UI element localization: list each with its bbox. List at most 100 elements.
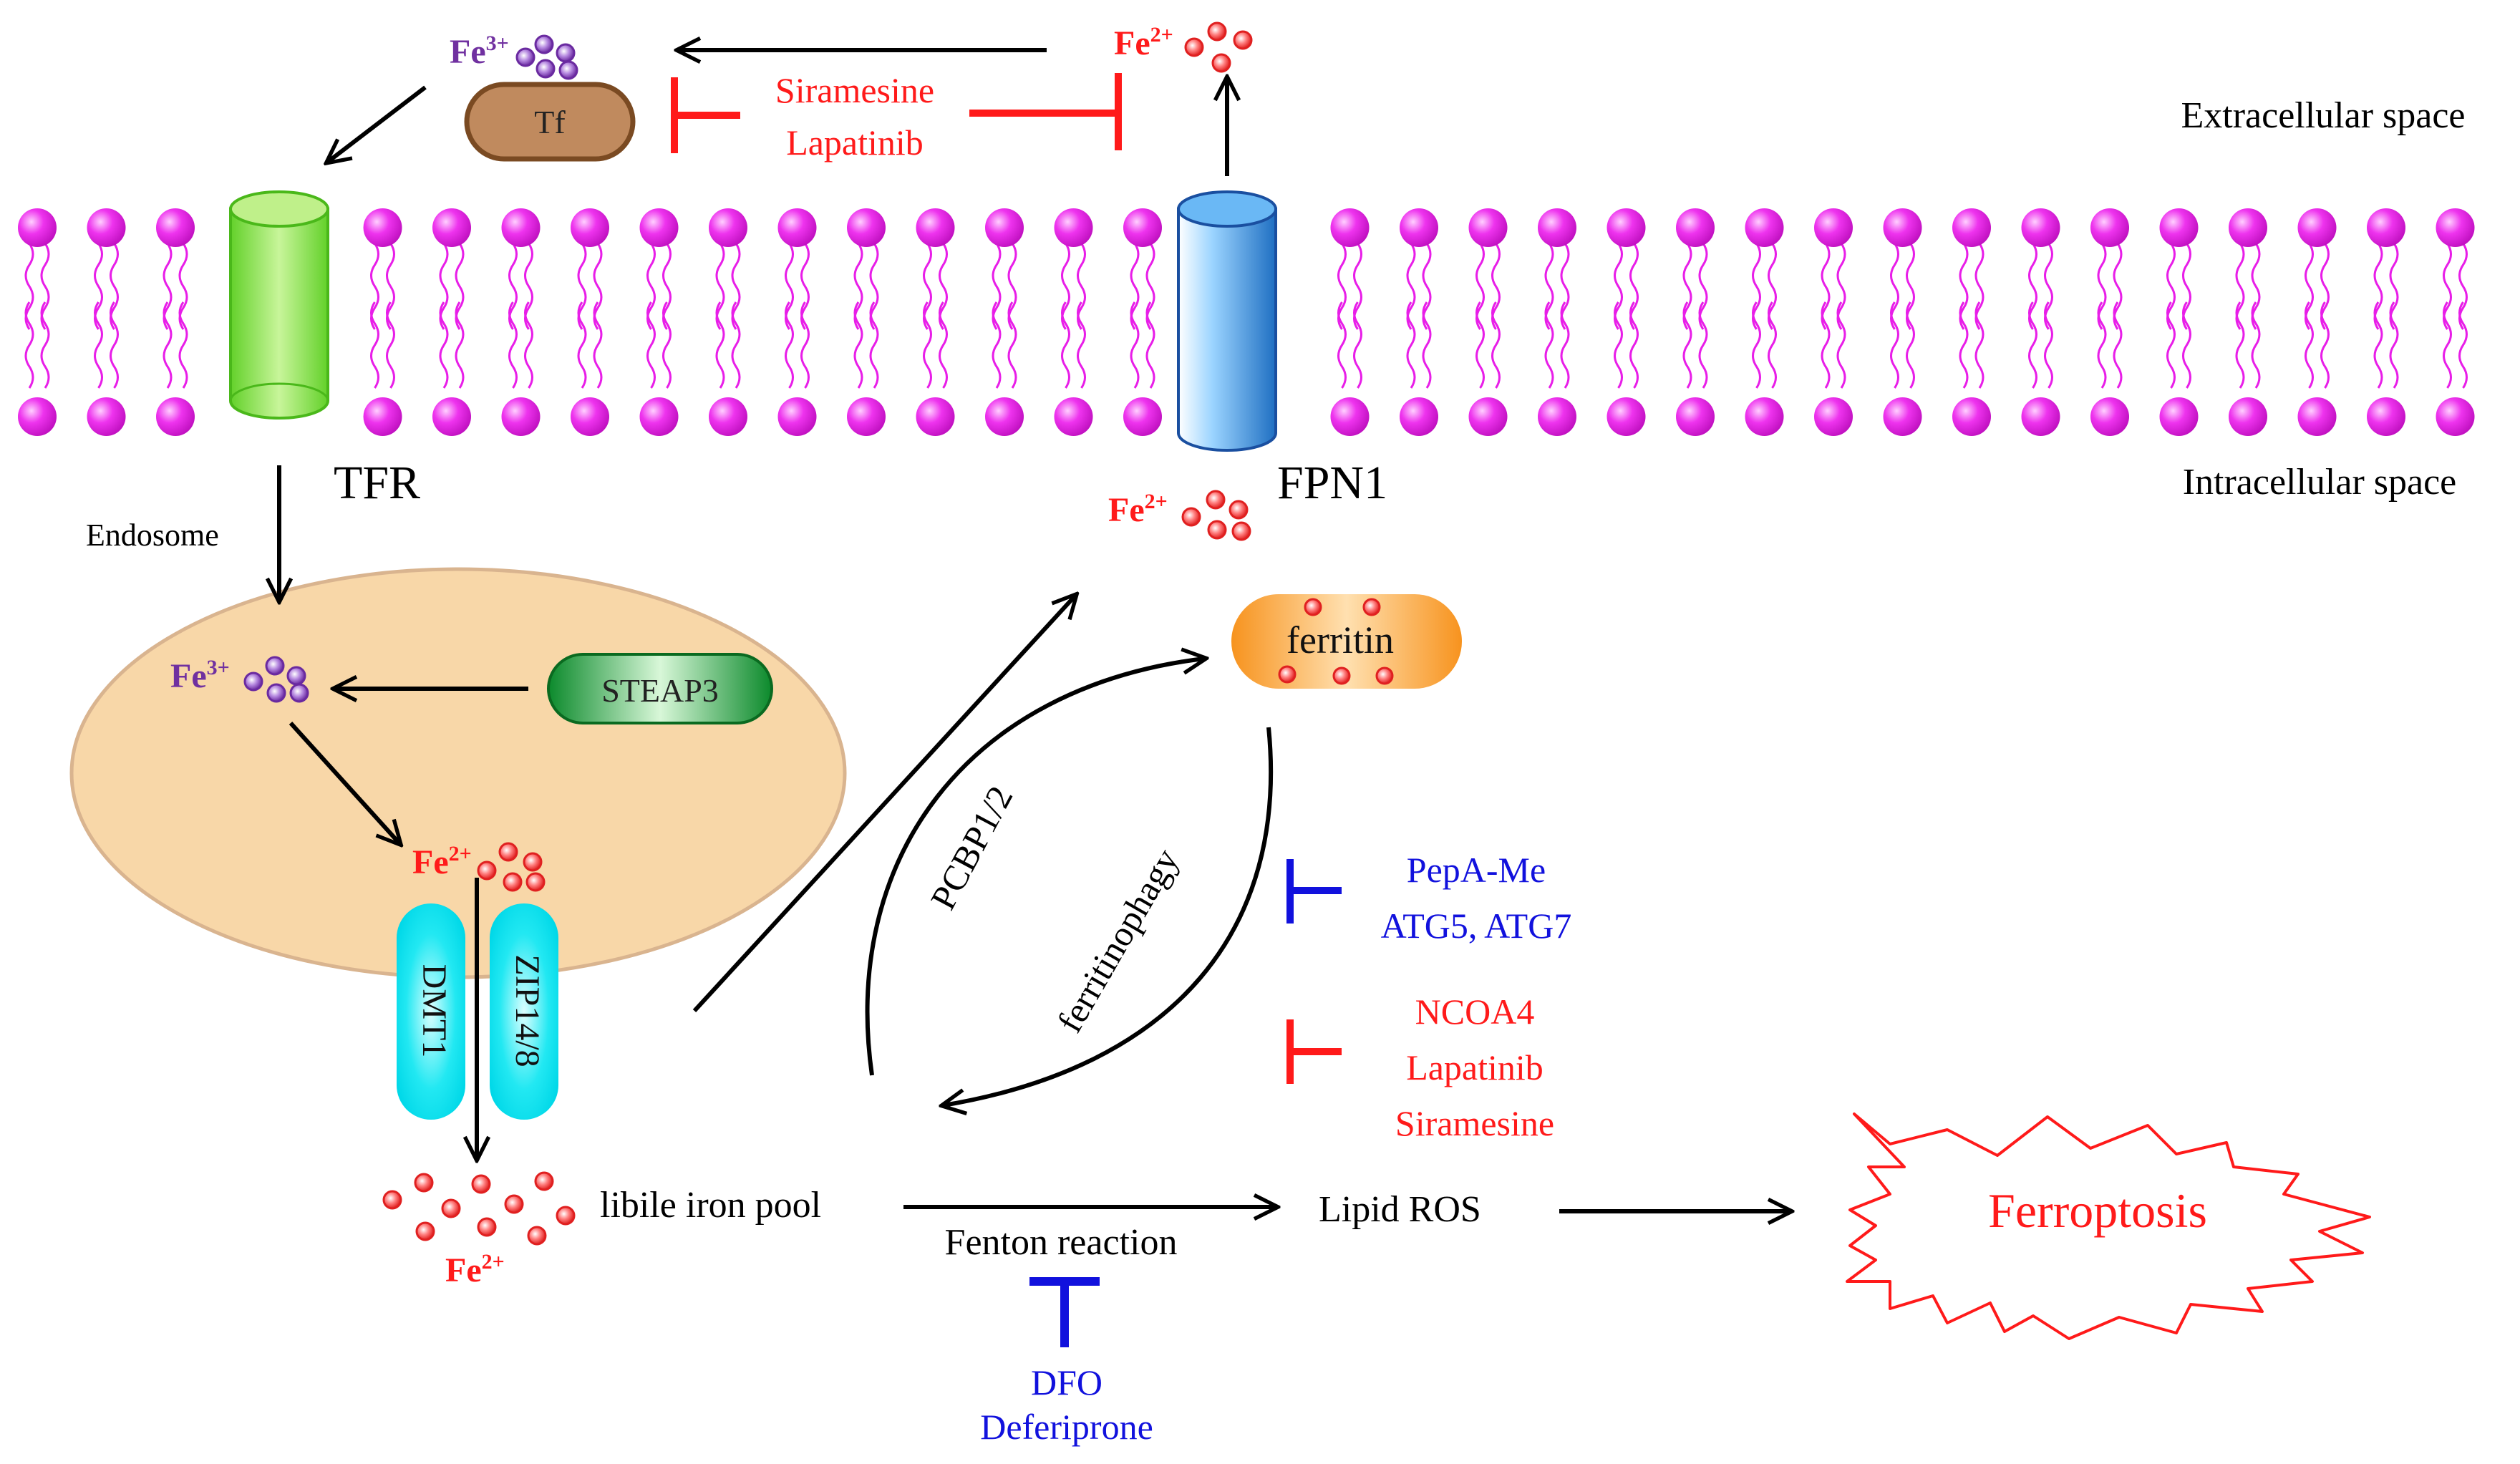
fe3-ions-top (515, 34, 578, 80)
tf-protein: Tf (464, 82, 636, 162)
atg5-atg7-label: ATG5, ATG7 (1381, 906, 1572, 946)
ferritin-protein: ferritin (1231, 594, 1462, 689)
endosome (69, 567, 847, 979)
lipid-molecule (87, 208, 126, 436)
lipid-molecule (1468, 208, 1508, 436)
lipid-molecule (847, 208, 886, 436)
lipid-molecule (2021, 208, 2060, 436)
steap3-label: STEAP3 (601, 672, 719, 709)
deferiprone-label: Deferiprone (980, 1407, 1153, 1447)
fe-ions-ferritin (1278, 598, 1394, 685)
lipid-ros-label: Lipid ROS (1319, 1189, 1481, 1230)
endosome-label: Endosome (86, 518, 219, 553)
fe2-ion-label-labile-pool: Fe2+ (445, 1250, 505, 1289)
iron-ion (1362, 598, 1381, 616)
iron-ion (504, 1194, 524, 1214)
lipid-molecule (2090, 208, 2129, 436)
ferroptosis-burst-shape (1846, 1112, 2371, 1340)
lipid-molecule (1123, 208, 1162, 436)
fe3-ion-label-endosome: Fe3+ (170, 656, 230, 695)
lipid-molecule (777, 208, 817, 436)
iron-ion (1207, 21, 1227, 42)
blue-inhibitor-bar-fenton (1029, 1277, 1100, 1347)
dfo-label: DFO (1031, 1362, 1102, 1402)
lipid-molecule (432, 208, 471, 436)
iron-ion (289, 683, 309, 703)
tf-label: Tf (534, 104, 566, 140)
iron-ion (498, 842, 518, 862)
lipid-molecule (571, 208, 609, 436)
iron-ion (1184, 37, 1204, 57)
top-inhibitor-bars (671, 73, 1122, 153)
lapatinib-label-top: Lapatinib (786, 122, 924, 163)
intracellular-space-label: Intracellular space (2183, 462, 2457, 503)
iron-ion (471, 1174, 491, 1194)
arrow-ferritinophagy (944, 727, 1274, 1105)
iron-ion (1211, 53, 1231, 73)
lipid-molecule (1606, 208, 1646, 436)
lipid-molecule (1883, 208, 1922, 436)
ferroptosis-label: Ferroptosis (1988, 1183, 2207, 1238)
iron-ion (441, 1198, 461, 1218)
iron-ion (1231, 521, 1251, 541)
fpn1-label: FPN1 (1277, 457, 1387, 509)
tfr-channel (229, 190, 329, 420)
fe2-ions-fpn1 (1181, 490, 1251, 541)
siramesine-label-top: Siramesine (775, 70, 934, 110)
lipid-molecule (1814, 208, 1853, 436)
dmt1-label: DMT1 (415, 964, 453, 1058)
lipid-molecule (1330, 208, 1370, 436)
iron-ion (1375, 666, 1394, 685)
iron-ion (1181, 507, 1201, 527)
lipid-molecule (1676, 208, 1715, 436)
steap3-protein: STEAP3 (547, 653, 773, 724)
lipid-molecule (2229, 208, 2267, 436)
lipid-molecule (501, 208, 541, 436)
dmt1-transporter: DMT1 (397, 903, 465, 1120)
lipid-molecule (2436, 208, 2475, 436)
lipid-molecule (1745, 208, 1784, 436)
fe2-ion-label-top: Fe2+ (1114, 23, 1173, 62)
fe2-ion-label-endosome: Fe2+ (412, 842, 472, 881)
lipid-molecule (2159, 208, 2199, 436)
lipid-molecule (1054, 208, 1093, 436)
iron-ion (414, 1173, 434, 1193)
iron-ion (265, 656, 285, 676)
arrow-fe3-to-fe2-endosome (289, 721, 399, 843)
lipid-molecule (156, 208, 195, 436)
iron-ion (515, 47, 536, 67)
zip14-8-transporter: ZIP14/8 (490, 903, 558, 1120)
iron-ion (266, 683, 286, 703)
lipid-molecule (709, 208, 747, 436)
iron-ion (477, 861, 497, 881)
iron-ion (525, 872, 546, 892)
iron-ion (556, 43, 576, 63)
lipid-molecule (639, 208, 679, 436)
iron-ion (1207, 520, 1227, 540)
siramesine-label-ferritinophagy: Siramesine (1395, 1103, 1554, 1143)
ferritin-label: ferritin (1286, 619, 1394, 661)
fe2-ions-top (1184, 21, 1253, 73)
fe2-ions-endosome (477, 842, 546, 892)
blue-inhibitor-bar-ferritinophagy (1286, 859, 1342, 924)
iron-ion (534, 1171, 554, 1191)
iron-ion (534, 34, 554, 54)
lapatinib-label-ferritinophagy: Lapatinib (1406, 1047, 1544, 1087)
lipid-molecule (363, 208, 402, 436)
iron-ion (1332, 666, 1351, 685)
lipid-molecule (2297, 208, 2337, 436)
iron-ion (523, 852, 543, 872)
lipid-molecule (1538, 208, 1576, 436)
zip14-8-label: ZIP14/8 (508, 954, 546, 1067)
iron-ion (477, 1217, 497, 1237)
tfr-label: TFR (334, 457, 420, 509)
fe3-ion-label-top: Fe3+ (450, 31, 509, 71)
iron-ion (536, 59, 556, 79)
iron-ion (286, 666, 306, 686)
lipid-bilayer-membrane (18, 208, 2475, 436)
iron-ion (1228, 500, 1249, 520)
arrow-tf-to-tfr (328, 85, 427, 162)
red-inhibitor-bar-ferritinophagy (1286, 1019, 1342, 1084)
fe2-ions-labile-pool (382, 1171, 576, 1246)
lipid-molecule (1400, 208, 1438, 436)
